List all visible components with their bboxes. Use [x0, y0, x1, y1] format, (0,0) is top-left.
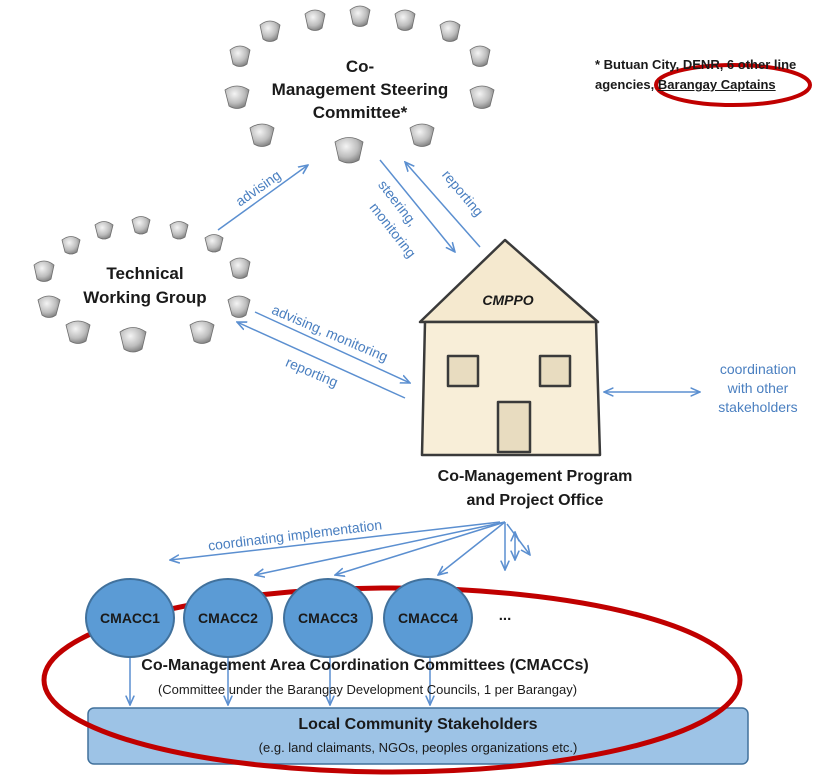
cmacc-subtitle: (Committee under the Barangay Developmen… — [157, 682, 578, 697]
cmacc-highlight — [41, 585, 743, 775]
cmacc-ellipsis: ... — [498, 607, 512, 624]
cmacc-title: Co-Management Area Coordination Committe… — [141, 657, 589, 674]
captains-highlight — [654, 63, 812, 107]
twg-title-line1: Technical — [106, 264, 184, 283]
steering-title-line3: Committee* — [312, 103, 408, 122]
local-stakeholders-subtitle: (e.g. land claimants, NGOs, peoples orga… — [258, 740, 578, 755]
office-title-line2: and Project Office — [466, 492, 604, 509]
twg-chair-ring — [33, 216, 251, 353]
coordination-line1: coordination — [719, 361, 797, 377]
cmacc-node-4: CMACC4 — [383, 578, 473, 658]
steering-title-line1: Co- — [345, 57, 375, 76]
note-prefix: agencies, — [595, 77, 655, 92]
twg-title-line2: Working Group — [83, 288, 207, 307]
steering-chair-ring — [224, 5, 495, 164]
coordination-line3: stakeholders — [718, 399, 798, 415]
cmppo-house — [418, 238, 602, 457]
office-title-line1: Co-Management Program — [437, 468, 633, 485]
cmacc-node-3: CMACC3 — [283, 578, 373, 658]
cmacc-node-2: CMACC2 — [183, 578, 273, 658]
coordination-line2: with other — [727, 380, 789, 396]
office-title: Co-Management Program and Project Office — [395, 465, 675, 513]
label-coordination: coordination with other stakeholders — [703, 360, 813, 417]
steering-title-line2: Management Steering — [271, 80, 449, 99]
flow-arrows — [130, 159, 700, 705]
local-stakeholders-box — [87, 707, 749, 765]
cmppo-label: CMPPO — [482, 292, 534, 308]
note-line2: agencies, Barangay Captains — [595, 75, 831, 95]
steering-committee-title: Co- Management Steering Committee* — [250, 55, 470, 124]
note-captains: Barangay Captains — [657, 77, 776, 92]
cmacc-node-1: CMACC1 — [85, 578, 175, 658]
local-stakeholders-title: Local Community Stakeholders — [298, 716, 538, 733]
note-line1: * Butuan City, DENR, 6 other line — [595, 57, 797, 72]
membership-note: * Butuan City, DENR, 6 other line agenci… — [595, 55, 831, 95]
twg-title: Technical Working Group — [55, 262, 235, 310]
